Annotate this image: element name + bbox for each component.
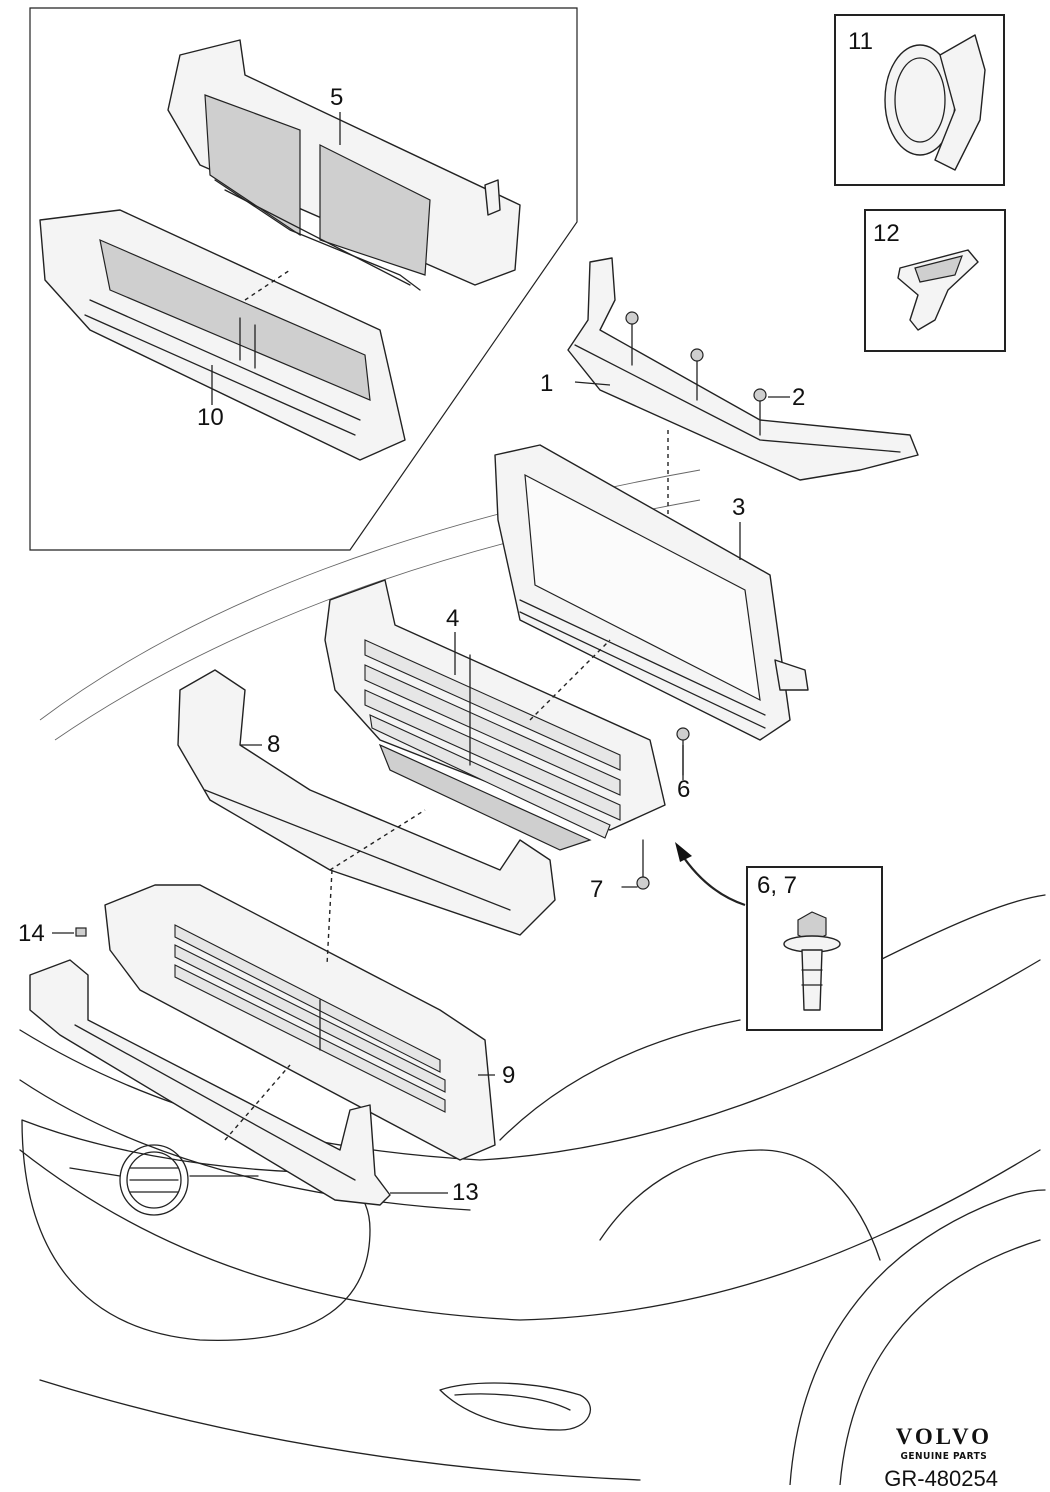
dash-3-4 xyxy=(529,639,611,721)
callout-2: 2 xyxy=(792,384,806,411)
part-9-active-shutter xyxy=(104,884,496,1161)
callout-9: 9 xyxy=(502,1062,516,1089)
curved-arrow xyxy=(679,851,746,907)
callout-13: 13 xyxy=(452,1179,479,1206)
callout-10: 10 xyxy=(197,404,224,431)
arrowhead xyxy=(675,842,692,862)
part-2-clips xyxy=(625,311,767,436)
part-12-bracket xyxy=(897,249,979,331)
callout-4: 4 xyxy=(446,605,460,632)
part-14-clip xyxy=(75,927,87,937)
part-4-radiator-support xyxy=(324,579,666,851)
part-1-upper-cover xyxy=(567,257,919,481)
inset-frame xyxy=(29,7,578,551)
callout-7: 7 xyxy=(590,876,604,903)
part-10-air-guide xyxy=(39,209,406,461)
part-11-headlamp-bracket xyxy=(884,34,986,171)
dash-8-9 xyxy=(326,869,333,966)
car-body-outline xyxy=(19,469,1046,1485)
callout-6: 6 xyxy=(677,776,691,803)
part-5-radiator-support xyxy=(167,39,521,291)
callout-14: 14 xyxy=(18,920,45,947)
brand-tagline: GENUINE PARTS xyxy=(900,1451,988,1462)
dash-4-8 xyxy=(329,809,426,871)
callout-11: 11 xyxy=(848,28,873,55)
callout-5: 5 xyxy=(330,84,344,111)
callout-1: 1 xyxy=(540,370,554,397)
part-13-grille-frame xyxy=(29,959,391,1206)
reference-code: GR-480254 xyxy=(884,1466,998,1491)
dash-9-13 xyxy=(224,1064,291,1141)
callout-8: 8 xyxy=(267,731,281,758)
callout-6-7: 6, 7 xyxy=(757,872,798,899)
leader-1 xyxy=(574,381,611,386)
volvo-logo: VOLVO xyxy=(895,1424,992,1449)
part-7-bolt xyxy=(621,839,650,890)
brand-block: VOLVO GENUINE PARTS xyxy=(896,1425,992,1462)
bolt-detail-icon xyxy=(783,911,841,1011)
part-8-lower-deflector xyxy=(177,669,556,936)
inset-dash-line xyxy=(244,269,291,301)
callout-12: 12 xyxy=(873,220,900,247)
callout-3: 3 xyxy=(732,494,746,521)
part-3-frame xyxy=(494,444,809,741)
